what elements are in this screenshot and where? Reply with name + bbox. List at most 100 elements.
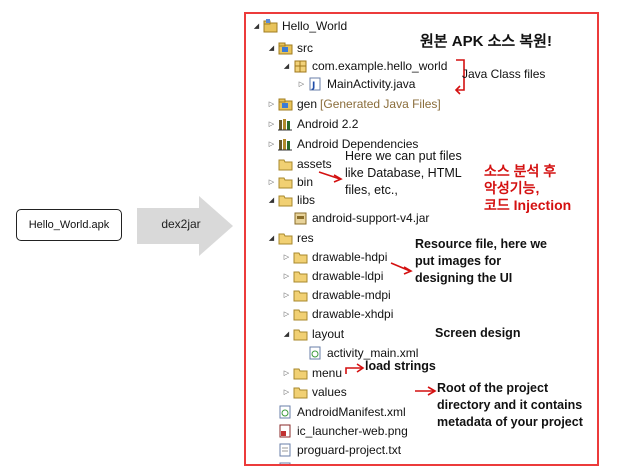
- tree-item[interactable]: project.properties: [267, 460, 390, 464]
- text-file-icon: [278, 443, 293, 457]
- korean-note-2: 악성기능,: [484, 180, 540, 196]
- tree-item[interactable]: android-support-v4.jar: [282, 209, 429, 227]
- collapsed-toggle-icon[interactable]: ▷: [268, 121, 275, 128]
- resource-note-1: Resource file, here we: [415, 237, 548, 251]
- library-icon: [278, 137, 293, 151]
- project-explorer-panel: ◢ Hello_World ◢ src ◢ com.example.hello_world…: [244, 12, 599, 466]
- dex2jar-label: dex2jar: [161, 217, 201, 231]
- tree-item-label: drawable-mdpi: [312, 288, 391, 302]
- tree-item-label: values: [312, 385, 347, 399]
- tree-item-label: libs: [297, 193, 316, 207]
- expanded-toggle-icon[interactable]: ◢: [268, 235, 275, 242]
- tree-item-label: AndroidManifest.xml: [297, 405, 406, 419]
- tree-item-label: src: [297, 41, 313, 55]
- folder-icon: [278, 157, 293, 171]
- tree-item[interactable]: ▷Android Dependencies: [267, 135, 419, 153]
- tree-item[interactable]: ◢ Hello_World: [252, 17, 347, 35]
- tree-item-label: Android 2.2: [297, 117, 359, 131]
- tree-item-label: drawable-xhdpi: [312, 307, 394, 321]
- expanded-toggle-icon[interactable]: ◢: [283, 63, 290, 70]
- text-file-icon: [278, 462, 293, 464]
- source-folder-icon: [278, 97, 293, 111]
- tree-item-label: project.properties: [297, 462, 390, 464]
- korean-note-1: 소스 분석 후: [484, 163, 557, 179]
- collapsed-toggle-icon[interactable]: ▷: [298, 81, 305, 88]
- expanded-toggle-icon[interactable]: ◢: [268, 197, 275, 204]
- tree-item[interactable]: ▷ gen[Generated Java Files]: [267, 95, 441, 113]
- tree-item[interactable]: ▷ drawable-mdpi: [282, 286, 391, 304]
- folder-icon: [293, 288, 308, 302]
- collapsed-toggle-icon[interactable]: ▷: [283, 389, 290, 396]
- expanded-toggle-icon[interactable]: ◢: [268, 45, 275, 52]
- assets-note-3: files, etc.,: [345, 183, 398, 197]
- collapsed-toggle-icon[interactable]: ▷: [283, 273, 290, 280]
- tree-item[interactable]: ic_launcher-web.png: [267, 422, 408, 440]
- tree-item-label: gen: [297, 97, 318, 111]
- tree-item[interactable]: proguard-project.txt: [267, 441, 401, 459]
- collapsed-toggle-icon[interactable]: ▷: [268, 179, 275, 186]
- folder-icon: [293, 250, 308, 264]
- tree-item[interactable]: ▷ drawable-xhdpi: [282, 305, 394, 323]
- tree-item-label: drawable-hdpi: [312, 250, 388, 264]
- tree-item-label: MainActivity.java: [327, 77, 416, 91]
- folder-icon: [278, 193, 293, 207]
- tree-item[interactable]: ▷ bin: [267, 173, 313, 191]
- collapsed-toggle-icon[interactable]: ▷: [283, 292, 290, 299]
- tree-item-label: menu: [312, 366, 343, 380]
- conversion-arrow-icon: [137, 196, 233, 256]
- tree-item-label: layout: [312, 327, 345, 341]
- assets-note-1: Here we can put files: [345, 149, 462, 163]
- resource-arrow-icon: [390, 262, 413, 275]
- java-file-icon: J: [308, 77, 323, 91]
- library-icon: [278, 117, 293, 131]
- tree-item-label: drawable-ldpi: [312, 269, 384, 283]
- package-icon: [293, 59, 308, 73]
- tree-item-label: res: [297, 231, 314, 245]
- root-note-2: directory and it contains: [437, 398, 583, 412]
- tree-item-suffix: [Generated Java Files]: [320, 97, 441, 111]
- tree-item[interactable]: activity_main.xml: [297, 344, 418, 362]
- tree-item[interactable]: ▷ drawable-ldpi: [282, 267, 384, 285]
- tree-item-label: ic_launcher-web.png: [297, 424, 408, 438]
- expanded-toggle-icon[interactable]: ◢: [283, 331, 290, 338]
- root-note-3: metadata of your project: [437, 415, 583, 429]
- collapsed-toggle-icon[interactable]: ▷: [268, 141, 275, 148]
- folder-icon: [293, 366, 308, 380]
- tree-item[interactable]: ◢ libs: [267, 191, 315, 209]
- tree-item[interactable]: ▷ Android 2.2: [267, 115, 359, 133]
- tree-item-label: android-support-v4.jar: [312, 211, 430, 225]
- folder-icon: [293, 385, 308, 399]
- collapsed-toggle-icon[interactable]: ▷: [268, 101, 275, 108]
- folder-icon: [293, 307, 308, 321]
- project-icon: [263, 19, 278, 33]
- tree-item[interactable]: ▷ values: [282, 383, 347, 401]
- java-class-bracket: [454, 59, 465, 95]
- assets-note-2: like Database, HTML: [345, 166, 462, 180]
- collapsed-toggle-icon[interactable]: ▷: [283, 311, 290, 318]
- collapsed-toggle-icon[interactable]: ▷: [283, 370, 290, 377]
- tree-item[interactable]: ▷ menu: [282, 364, 342, 382]
- source-folder-icon: [278, 41, 293, 55]
- tree-item-label: com.example.hello_world: [312, 59, 448, 73]
- tree-item-label: bin: [297, 175, 314, 189]
- folder-icon: [293, 327, 308, 341]
- tree-item-label: assets: [297, 157, 332, 171]
- folder-icon: [278, 231, 293, 245]
- tree-item[interactable]: ◢ com.example.hello_world: [282, 57, 448, 75]
- tree-item[interactable]: ◢ src: [267, 39, 313, 57]
- tree-item-label: proguard-project.txt: [297, 443, 402, 457]
- tree-item[interactable]: ▷ drawable-hdpi: [282, 248, 388, 266]
- screen-design-note: Screen design: [435, 326, 521, 340]
- xml-file-icon: [308, 346, 323, 360]
- tree-item[interactable]: ◢ layout: [282, 325, 344, 343]
- tree-item[interactable]: ◢ res: [267, 229, 314, 247]
- apk-file-label: Hello_World.apk: [28, 219, 110, 231]
- tree-item[interactable]: assets: [267, 155, 332, 173]
- folder-icon: [278, 175, 293, 189]
- tree-item[interactable]: ▷ J MainActivity.java: [297, 75, 416, 93]
- svg-text:J: J: [311, 81, 315, 91]
- tree-item[interactable]: AndroidManifest.xml: [267, 403, 406, 421]
- tree-item-label: Hello_World: [282, 19, 348, 33]
- expanded-toggle-icon[interactable]: ◢: [253, 23, 260, 30]
- collapsed-toggle-icon[interactable]: ▷: [283, 254, 290, 261]
